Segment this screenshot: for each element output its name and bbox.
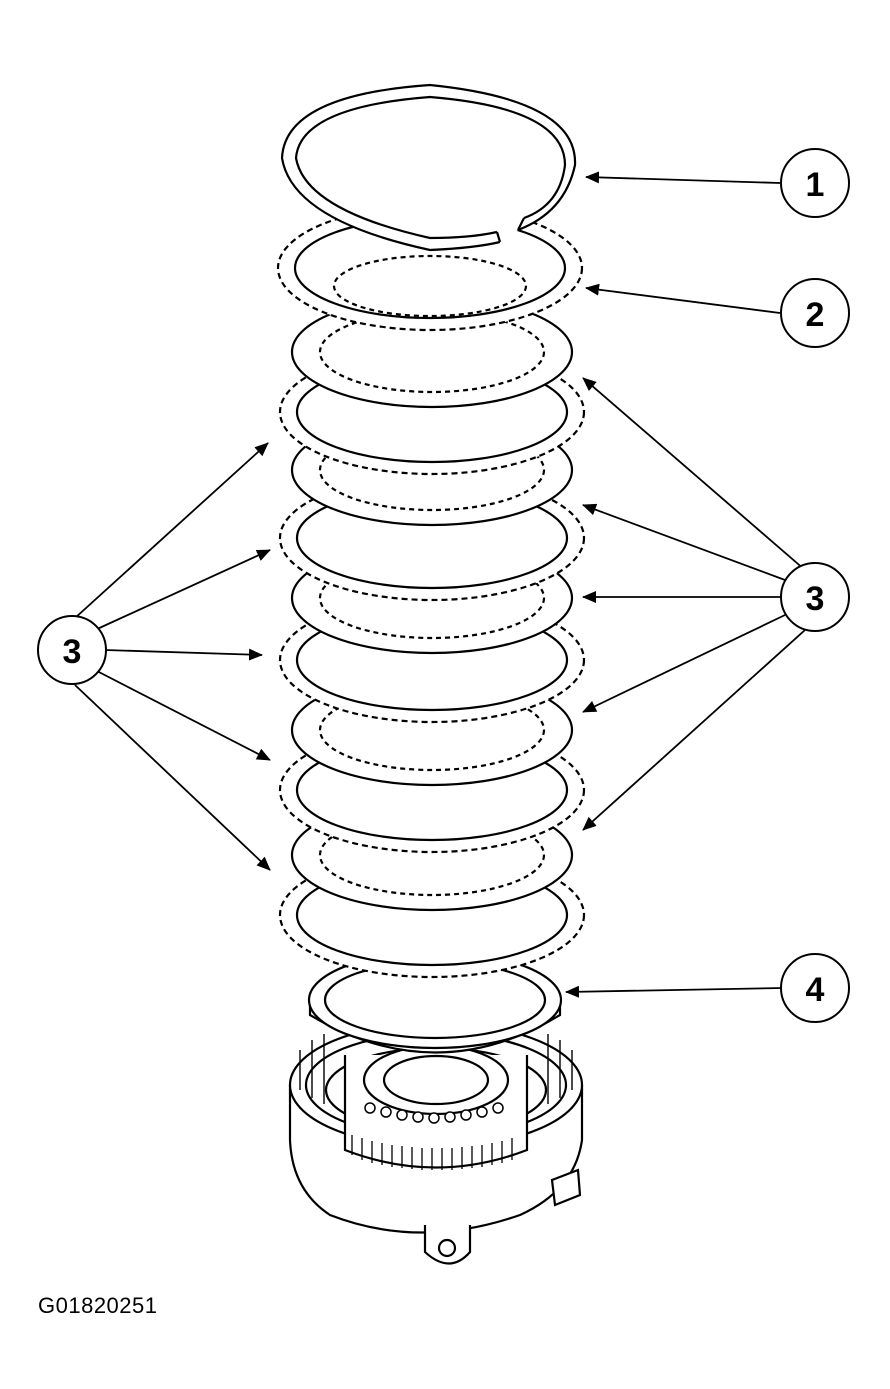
callout-4: 4	[780, 953, 850, 1023]
plate-4	[307, 950, 563, 1054]
callout-3-right: 3	[780, 562, 850, 632]
callout-3-left: 3	[37, 615, 107, 685]
drum-splines	[299, 1034, 573, 1104]
callout-2-label: 2	[806, 296, 825, 334]
callout-1-label: 1	[806, 166, 825, 204]
figure-id: G01820251	[38, 1293, 158, 1318]
hub-holes	[364, 1102, 504, 1124]
plate-stack	[278, 295, 586, 979]
callout-3-right-label: 3	[806, 580, 825, 618]
callout-4-label: 4	[806, 971, 825, 1009]
leader-lines	[74, 171, 806, 998]
callout-2: 2	[780, 278, 850, 348]
clutch-stack	[276, 83, 586, 1265]
hub-teeth	[351, 1135, 513, 1170]
snap-ring-1	[280, 83, 577, 252]
callout-3-left-label: 3	[63, 633, 82, 671]
clutch-drum	[288, 1021, 584, 1265]
callout-1: 1	[780, 148, 850, 218]
